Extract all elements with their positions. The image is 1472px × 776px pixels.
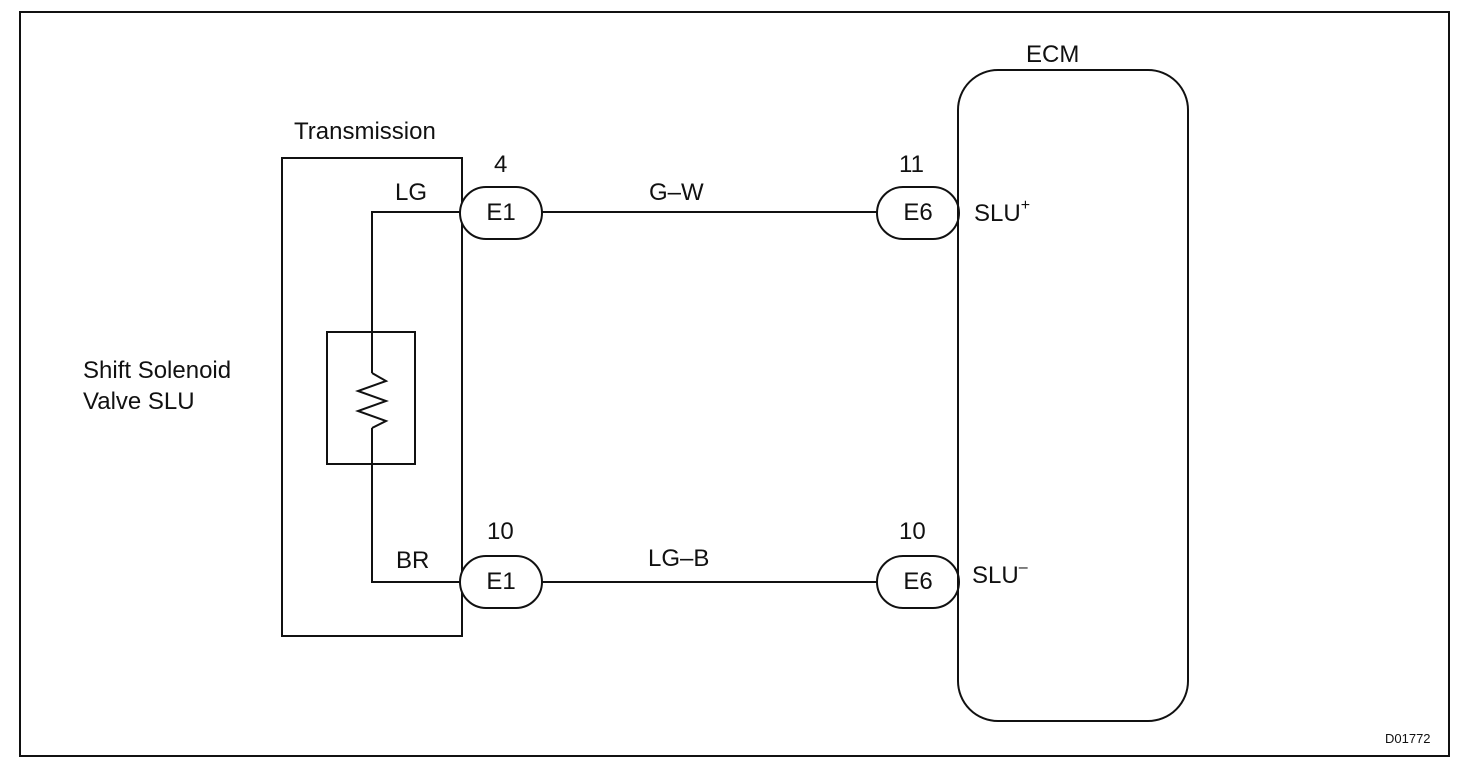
ecm-box bbox=[957, 69, 1189, 722]
pin-number-upper-right: 11 bbox=[899, 151, 924, 178]
wire-label-lg-b: LG–B bbox=[648, 545, 710, 572]
resistor-symbol bbox=[355, 372, 389, 429]
wire-label-lg: LG bbox=[395, 179, 428, 206]
wire-lower-internal bbox=[371, 428, 462, 583]
ecm-terminal-slu-plus: SLU+ bbox=[974, 197, 1031, 228]
connector-name-lower-right: E6 bbox=[903, 568, 933, 595]
ecm-title: ECM bbox=[1026, 41, 1080, 68]
connector-e1-upper bbox=[459, 186, 543, 240]
connector-e1-lower bbox=[459, 555, 543, 609]
pin-number-lower-left: 10 bbox=[487, 518, 514, 545]
solenoid-label-line1: Shift Solenoid bbox=[83, 357, 232, 384]
pin-number-upper-left: 4 bbox=[494, 151, 508, 178]
solenoid-label-line2: Valve SLU bbox=[83, 388, 195, 415]
transmission-box bbox=[281, 157, 463, 637]
wire-label-g-w: G–W bbox=[649, 179, 704, 206]
connector-name-lower-left: E1 bbox=[486, 568, 516, 595]
transmission-title: Transmission bbox=[294, 118, 436, 145]
wire-upper-internal bbox=[371, 211, 462, 373]
pin-number-lower-right: 10 bbox=[899, 518, 926, 545]
outer-frame bbox=[19, 11, 1450, 757]
ecm-terminal-slu-minus: SLU– bbox=[972, 559, 1028, 590]
wire-label-br: BR bbox=[396, 547, 430, 574]
connector-name-upper-right: E6 bbox=[903, 199, 933, 226]
connector-name-upper-left: E1 bbox=[486, 199, 516, 226]
figure-code: D01772 bbox=[1385, 731, 1431, 746]
